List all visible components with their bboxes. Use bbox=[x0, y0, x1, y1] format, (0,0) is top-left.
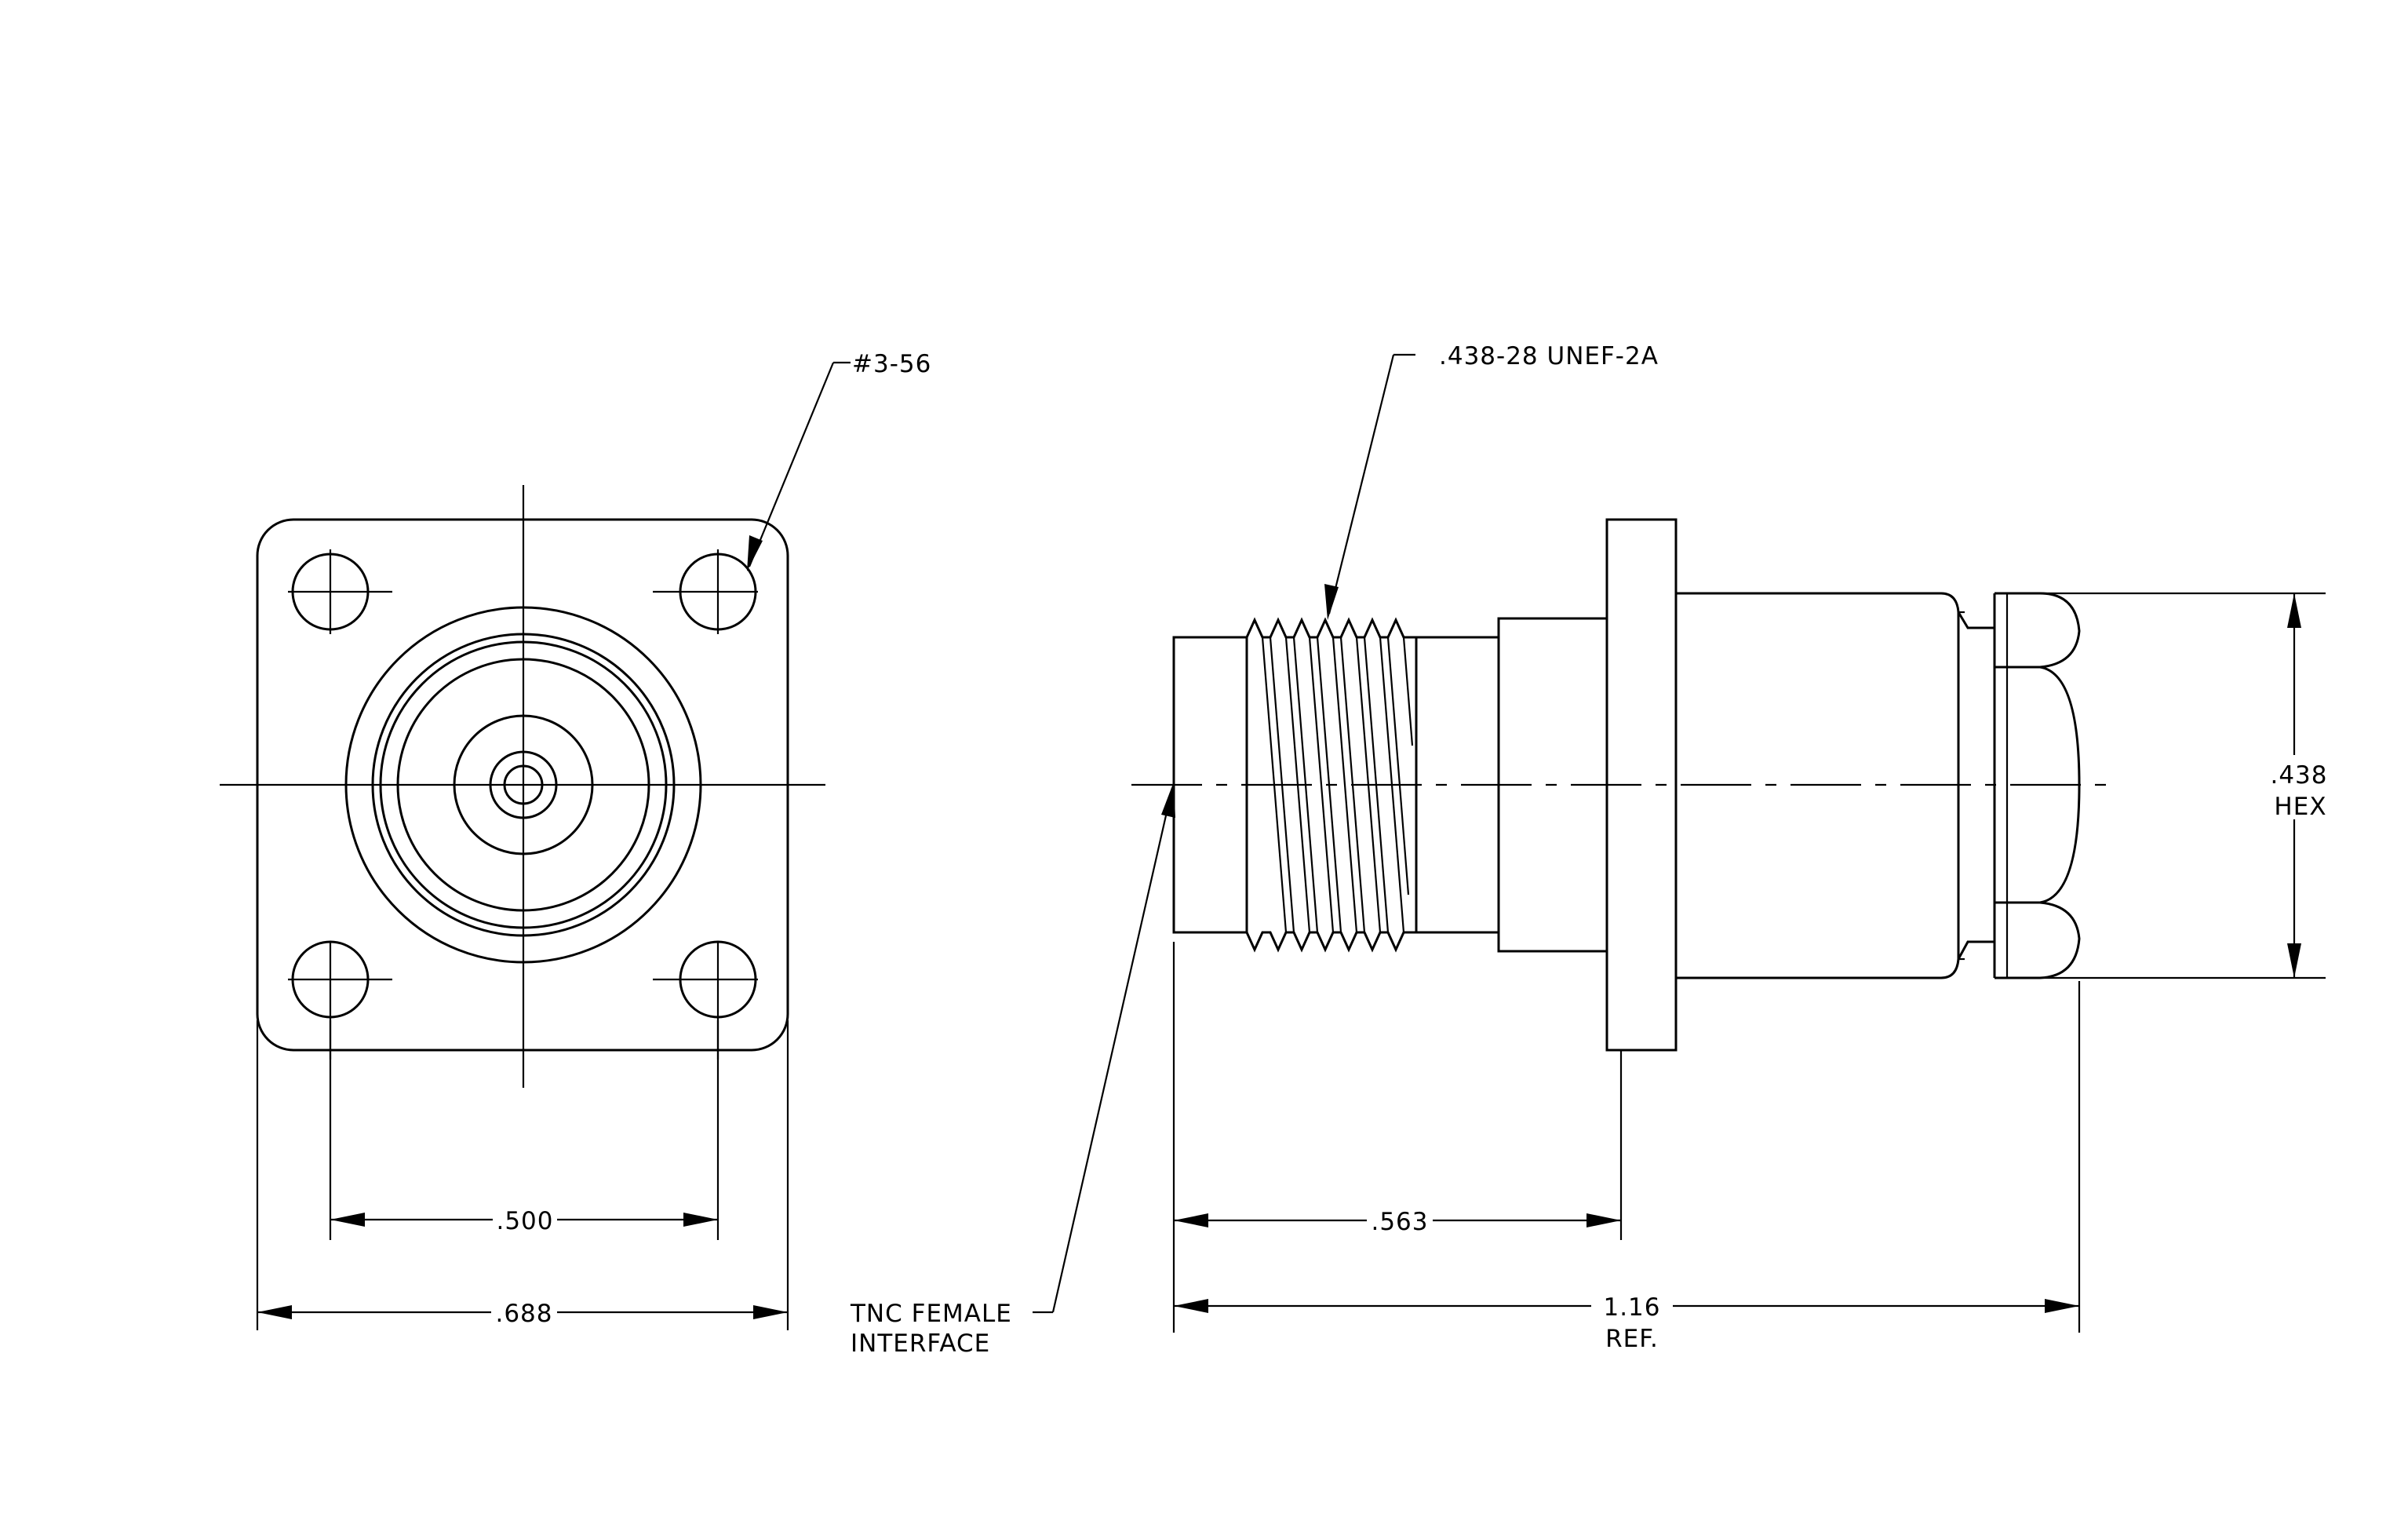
dimension-hole-spacing: .500 bbox=[330, 1207, 718, 1235]
mounting-hole bbox=[288, 549, 392, 634]
callout-label: .438-28 UNEF-2A bbox=[1439, 342, 1659, 370]
dimension-overall-length: 1.16 REF. bbox=[1174, 1293, 2079, 1353]
mounting-hole bbox=[288, 940, 392, 1060]
dimension-label: 1.16 bbox=[1603, 1293, 1660, 1322]
callout-label: TNC FEMALE bbox=[850, 1300, 1012, 1328]
coupling-thread-callout: .438-28 UNEF-2A bbox=[1324, 342, 1659, 620]
dimension-flange-width: .688 bbox=[257, 1300, 788, 1328]
callout-label: #3-56 bbox=[852, 350, 931, 378]
dimension-label: .563 bbox=[1371, 1208, 1428, 1236]
dimension-hex: .438 HEX bbox=[2270, 593, 2327, 978]
front-view: .500 .688 #3-56 bbox=[220, 350, 931, 1330]
mounting-hole bbox=[653, 940, 758, 1060]
interface-callout: TNC FEMALE INTERFACE bbox=[850, 782, 1175, 1358]
mounting-hole bbox=[653, 549, 758, 634]
screw-thread-callout: #3-56 bbox=[747, 350, 931, 571]
dimension-label: .688 bbox=[495, 1300, 552, 1328]
side-view: .563 1.16 REF. .438 HEX .438-28 UNEF-2A bbox=[850, 342, 2327, 1358]
hex-value: .438 bbox=[2270, 761, 2327, 790]
dimension-label: .500 bbox=[496, 1207, 553, 1235]
callout-label: INTERFACE bbox=[851, 1330, 990, 1358]
dimension-note: REF. bbox=[1605, 1325, 1659, 1353]
hex-label: HEX bbox=[2274, 793, 2326, 821]
dimension-front-to-flange: .563 bbox=[1174, 1208, 1621, 1236]
